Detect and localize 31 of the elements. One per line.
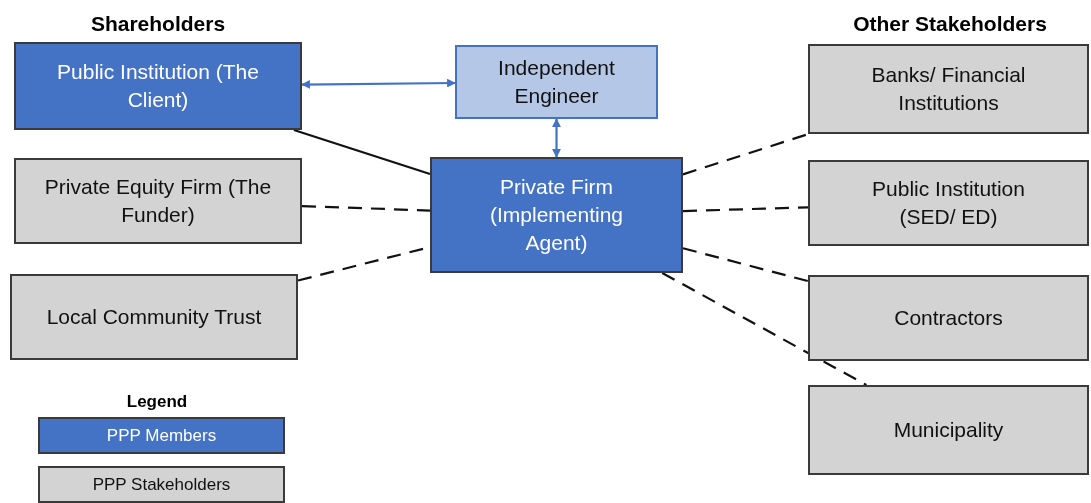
- box-label: Municipality: [893, 417, 1004, 443]
- box-label: Local Community Trust: [46, 304, 262, 330]
- legend-swatch: PPP Stakeholders: [38, 466, 285, 503]
- stakeholder-box: [14, 42, 302, 130]
- stakeholder-box: [14, 158, 302, 244]
- column-heading: Other Stakeholders: [853, 12, 1047, 36]
- double-arrow: [301, 78, 456, 89]
- connector-line: [661, 272, 867, 386]
- legend-swatch: PPP Members: [38, 417, 285, 454]
- stakeholder-box: [430, 157, 683, 273]
- box-label: Contractors: [894, 305, 1003, 331]
- column-heading: Shareholders: [90, 12, 226, 36]
- box-label: Private Firm (Implementing Agent): [488, 174, 625, 256]
- stakeholder-box: [10, 274, 298, 360]
- box-label: Independent Engineer: [497, 55, 616, 109]
- box-label: Public Institution (SED/ ED): [871, 176, 1026, 230]
- stakeholder-box: [808, 275, 1089, 361]
- connector-line: [293, 128, 431, 176]
- stakeholder-box: [808, 385, 1089, 475]
- stakeholder-box: [808, 160, 1089, 246]
- connector-line: [301, 204, 431, 212]
- stakeholder-box: [455, 45, 658, 119]
- legend-title: Legend: [126, 392, 188, 412]
- stakeholder-box: [808, 44, 1089, 134]
- box-label: Banks/ Financial Institutions: [870, 62, 1027, 116]
- box-label: Public Institution (The Client): [56, 59, 260, 113]
- double-arrow: [552, 118, 561, 158]
- box-label: Private Equity Firm (The Funder): [43, 174, 273, 228]
- connector-line: [682, 247, 809, 283]
- connector-line: [682, 206, 809, 213]
- connector-line: [682, 132, 809, 176]
